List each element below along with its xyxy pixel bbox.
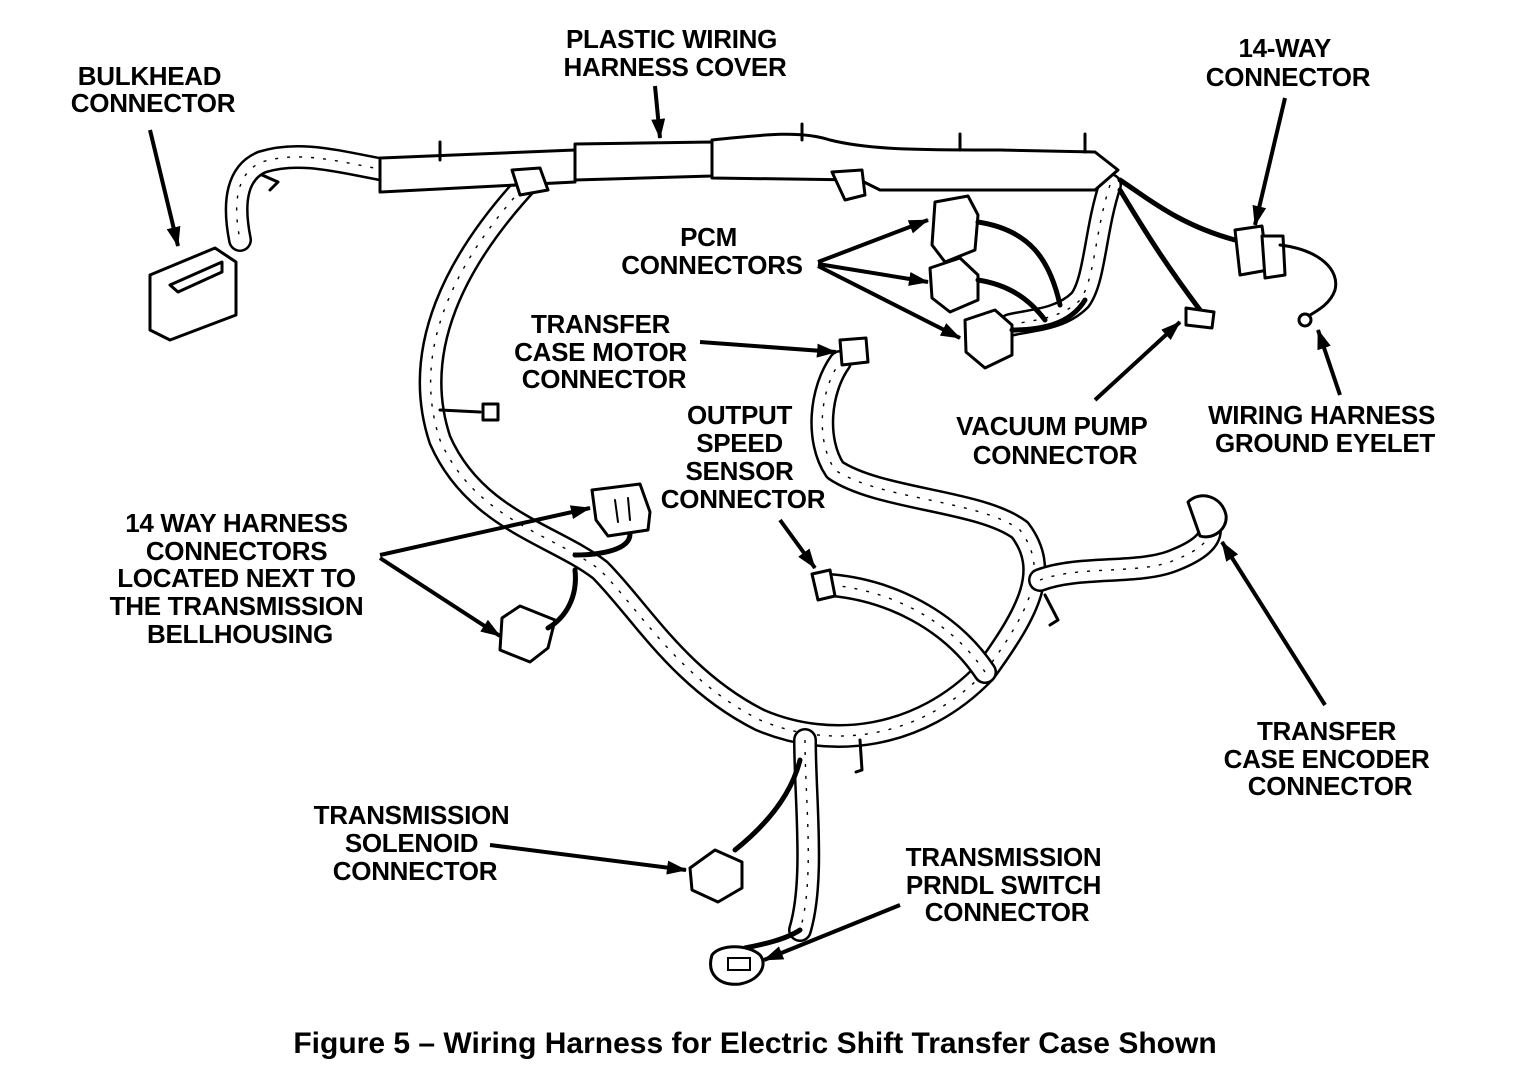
label-pcm-connectors: PCM CONNECTORS — [621, 222, 802, 280]
vacuum-pump-connector — [1184, 306, 1216, 330]
label-bulkhead-connector: BULKHEAD CONNECTOR — [71, 61, 236, 118]
label-vacuum-pump-connector: VACUUM PUMP CONNECTOR — [956, 411, 1154, 470]
transfer-case-motor-connector — [838, 336, 870, 367]
label-14-way-connector: 14-WAY CONNECTOR — [1206, 33, 1371, 92]
harness-clips — [854, 593, 1060, 774]
label-transmission-solenoid-connector: TRANSMISSION SOLENOID CONNECTOR — [314, 800, 517, 886]
leader-arrows — [148, 85, 1342, 962]
label-plastic-wiring-harness-cover: PLASTIC WIRING HARNESS COVER — [564, 24, 787, 82]
label-output-speed-sensor-connector: OUTPUT SPEED SENSOR CONNECTOR — [661, 400, 826, 514]
label-transmission-prndl-switch-connector: TRANSMISSION PRNDL SWITCH CONNECTOR — [906, 842, 1109, 927]
label-wiring-harness-ground-eyelet: WIRING HARNESS GROUND EYELET — [1208, 400, 1442, 458]
harness-connectors-bellhousing — [438, 402, 652, 664]
transfer-case-encoder-connector — [1186, 494, 1228, 539]
label-14-way-harness-connectors: 14 WAY HARNESS CONNECTORS LOCATED NEXT T… — [110, 508, 371, 649]
plastic-harness-cover — [378, 122, 1120, 202]
figure-caption: Figure 5 – Wiring Harness for Electric S… — [293, 1027, 1216, 1060]
label-transfer-case-encoder-connector: TRANSFER CASE ENCODER CONNECTOR — [1224, 716, 1437, 801]
fourteen-way-connector — [1117, 177, 1338, 328]
harness-bundles — [224, 144, 1222, 942]
label-transfer-case-motor-connector: TRANSFER CASE MOTOR CONNECTOR — [514, 309, 694, 394]
bulkhead-connector — [148, 173, 280, 342]
pcm-connectors — [928, 194, 1088, 370]
output-speed-sensor-connector — [810, 568, 837, 602]
transmission-solenoid-connector — [688, 757, 803, 904]
transmission-prndl-connector — [709, 927, 803, 986]
